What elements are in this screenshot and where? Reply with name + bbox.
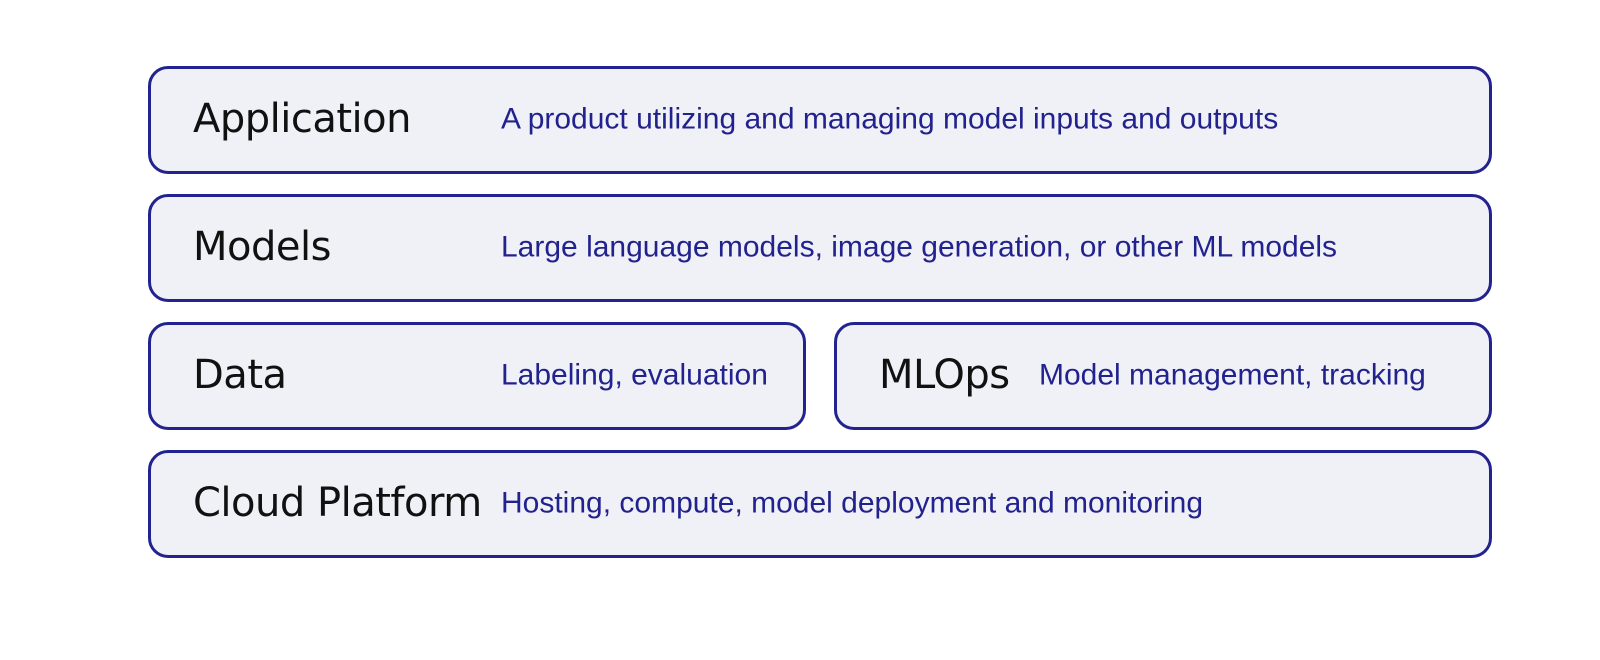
- layer-models-description: Large language models, image generation,…: [501, 230, 1338, 264]
- layer-cloud-platform-name: Cloud Platform: [193, 480, 482, 527]
- layer-data-description: Labeling, evaluation: [501, 358, 768, 392]
- layer-cloud-platform: Cloud Platform Hosting, compute, model d…: [148, 450, 1492, 558]
- layer-data: Data Labeling, evaluation: [148, 322, 806, 430]
- layer-models-name: Models: [193, 224, 331, 271]
- layer-models: Models Large language models, image gene…: [148, 194, 1492, 302]
- layer-application-description: A product utilizing and managing model i…: [501, 102, 1279, 136]
- layer-data-name: Data: [193, 352, 287, 399]
- layer-cloud-platform-description: Hosting, compute, model deployment and m…: [501, 486, 1204, 520]
- layer-mlops-description: Model management, tracking: [1039, 358, 1426, 392]
- layer-mlops: MLOps Model management, tracking: [834, 322, 1492, 430]
- layer-application: Application A product utilizing and mana…: [148, 66, 1492, 174]
- layer-mlops-name: MLOps: [879, 352, 1010, 399]
- layer-application-name: Application: [193, 96, 412, 143]
